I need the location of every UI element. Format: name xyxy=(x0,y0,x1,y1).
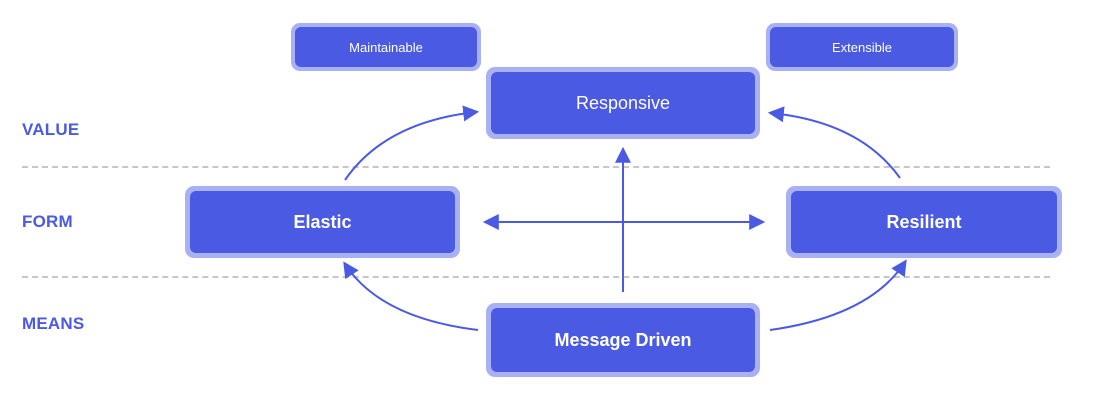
node-maintainable-label: Maintainable xyxy=(295,27,477,67)
node-elastic-label: Elastic xyxy=(190,191,455,253)
node-extensible-label: Extensible xyxy=(770,27,954,67)
arrow-resilient-to-responsive xyxy=(767,106,901,179)
node-message-driven-label: Message Driven xyxy=(491,308,755,372)
arrow-message-to-elastic xyxy=(343,261,479,331)
row-label-form: FORM xyxy=(22,212,73,231)
divider-value-form xyxy=(22,166,1050,168)
node-responsive-label: Responsive xyxy=(491,72,755,134)
node-message-driven: Message Driven xyxy=(486,303,760,377)
node-resilient-label: Resilient xyxy=(791,191,1057,253)
node-responsive: Responsive xyxy=(486,67,760,139)
divider-form-means xyxy=(22,276,1050,278)
arrow-elastic-to-responsive xyxy=(344,105,480,181)
node-elastic: Elastic xyxy=(185,186,460,258)
node-maintainable: Maintainable xyxy=(291,23,481,71)
arrow-message-to-resilient xyxy=(769,259,907,331)
node-resilient: Resilient xyxy=(786,186,1062,258)
row-label-value: VALUE xyxy=(22,120,80,139)
row-label-means: MEANS xyxy=(22,314,85,333)
node-extensible: Extensible xyxy=(766,23,958,71)
